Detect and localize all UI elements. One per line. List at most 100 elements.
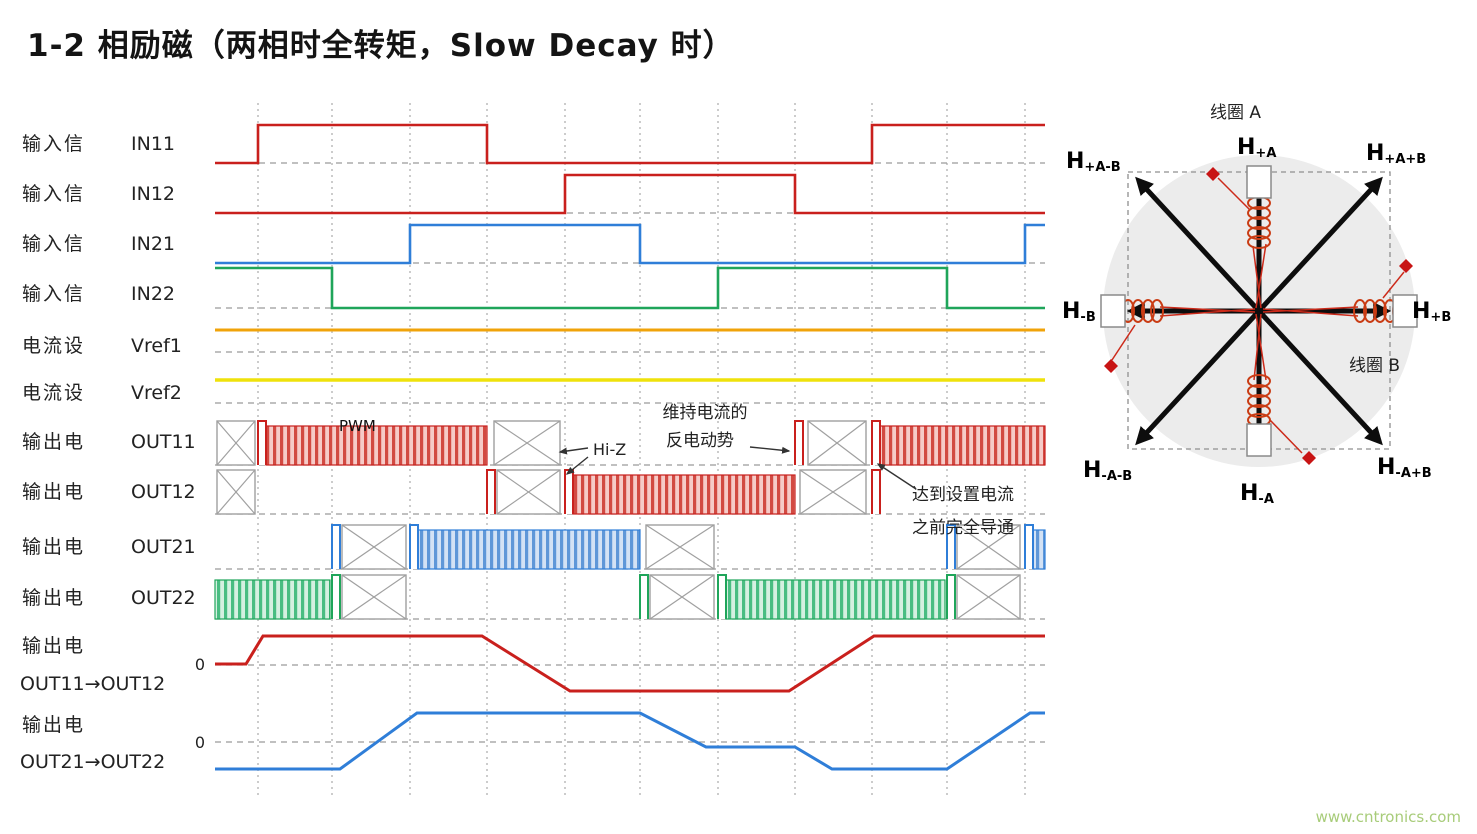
pwm-region [879, 425, 1046, 466]
h-symbol: H [1066, 149, 1084, 174]
back-emf-note-line1: 维持电流的 [663, 403, 748, 423]
hiz-box [341, 524, 407, 570]
row-signal-label: Vref1 [131, 335, 182, 357]
out21-row [331, 524, 1046, 570]
pwm-label: PWM [339, 417, 376, 435]
out11-out12-current-curve [215, 634, 1045, 693]
row-category-label: 电流设 [22, 335, 85, 357]
h-label-left: H-B [1062, 299, 1096, 325]
hiz-box [216, 469, 256, 515]
row-signal-label: OUT21→OUT22 [20, 751, 165, 773]
in22-waveform [215, 266, 1045, 310]
current-spike [871, 420, 881, 465]
hiz-arrow [558, 447, 589, 455]
h-symbol: H [1083, 458, 1101, 483]
h-symbol: H [1412, 299, 1430, 324]
row-category-label: 输出电 [22, 587, 85, 609]
pwm-region [572, 474, 796, 515]
row-signal-label: OUT12 [131, 481, 196, 503]
h-symbol: H [1237, 135, 1255, 160]
h-subscript: +A [1255, 146, 1276, 161]
coil-a-bottom [1246, 313, 1316, 465]
hiz-box [496, 469, 561, 515]
full-conduct-note-line2: 之前完全导通 [912, 518, 1014, 538]
pwm-region [265, 425, 488, 466]
out11-row [216, 420, 1046, 466]
hiz-box [216, 420, 256, 466]
row-signal-label: OUT22 [131, 587, 196, 609]
current-spike [486, 469, 496, 514]
h-symbol: H [1062, 299, 1080, 324]
pwm-region [214, 579, 331, 620]
coil-b-label: 线圈 B [1349, 356, 1400, 376]
row-category-label: 输出电 [22, 536, 85, 558]
row-signal-label: IN21 [131, 233, 175, 255]
h-subscript: -A+B [1395, 466, 1431, 481]
h-subscript: +A+B [1384, 152, 1426, 167]
h-label-up: H+A [1237, 135, 1276, 161]
row-signal-label: IN22 [131, 283, 175, 305]
row-signal-label: OUT11 [131, 431, 196, 453]
h-symbol: H [1377, 455, 1395, 480]
zero-level-label: 0 [195, 655, 205, 674]
coil-core [1246, 165, 1272, 199]
h-subscript: -A-B [1101, 469, 1132, 484]
current-spike [257, 420, 267, 465]
current-spike [331, 574, 341, 619]
h-label-up-left: H+A-B [1066, 149, 1121, 175]
current-spike [946, 574, 956, 619]
h-subscript: -A [1258, 492, 1273, 507]
terminal-diamond [1399, 259, 1413, 273]
row-category-label: 输出电 [22, 431, 85, 453]
coil-a-label: 线圈 A [1210, 103, 1261, 123]
magnetic-vector-diagram: 线圈 A 线圈 B H+A-B H+A H+A+B H-B H+B H-A-B … [1062, 103, 1451, 507]
row-category-label: 电流设 [22, 382, 85, 404]
current-spike [717, 574, 727, 619]
out12-row [216, 469, 881, 515]
row-category-label: 输入信 [22, 133, 85, 155]
row-category-label: 输入信 [22, 233, 85, 255]
terminal-diamond [1104, 359, 1118, 373]
h-subscript: -B [1080, 310, 1095, 325]
row-signal-label: Vref2 [131, 382, 182, 404]
out21-out22-current-curve [215, 711, 1045, 771]
current-spike [871, 469, 881, 514]
watermark: www.cntronics.com [1315, 808, 1461, 826]
row-signal-label: IN12 [131, 183, 175, 205]
coil-b-left [1100, 294, 1256, 373]
hiz-box [341, 574, 407, 620]
full-conduct-arrow [876, 463, 917, 490]
vector-h-labels: H+A-B H+A H+A+B H-B H+B H-A-B H-A H-A+B [1062, 135, 1451, 507]
row-category-label: 输出电 [22, 635, 85, 657]
current-spike [564, 469, 574, 514]
row-signal-label: OUT21 [131, 536, 196, 558]
full-conduct-note-line1: 达到设置电流 [912, 485, 1014, 505]
coil-core [1392, 294, 1418, 328]
hiz-box [645, 524, 715, 570]
pwm-region [1032, 529, 1046, 570]
row-category-label: 输出电 [22, 481, 85, 503]
hiz-box [649, 574, 715, 620]
coil-b-right [1262, 259, 1418, 328]
terminal-diamond [1206, 167, 1220, 181]
h-label-down: H-A [1240, 481, 1274, 507]
timing-gridlines [257, 103, 1026, 798]
h-subscript: +A-B [1084, 160, 1120, 175]
pwm-region [725, 579, 946, 620]
terminal-diamond [1302, 451, 1316, 465]
back-emf-arrow [749, 446, 791, 454]
current-spike [639, 574, 649, 619]
hiz-box [807, 420, 867, 466]
current-spike [946, 524, 956, 569]
row-category-label: 输入信 [22, 183, 85, 205]
hiz-box [956, 524, 1021, 570]
h-label-down-right: H-A+B [1377, 455, 1432, 481]
back-emf-note-line2: 反电动势 [666, 431, 734, 451]
row-category-label: 输入信 [22, 283, 85, 305]
row-labels: 输入信 IN11 输入信 IN12 输入信 IN21 输入信 IN22 电流设 … [20, 133, 205, 773]
coil-core [1246, 423, 1272, 457]
in21-waveform [215, 223, 1045, 265]
h-subscript: +B [1430, 310, 1451, 325]
